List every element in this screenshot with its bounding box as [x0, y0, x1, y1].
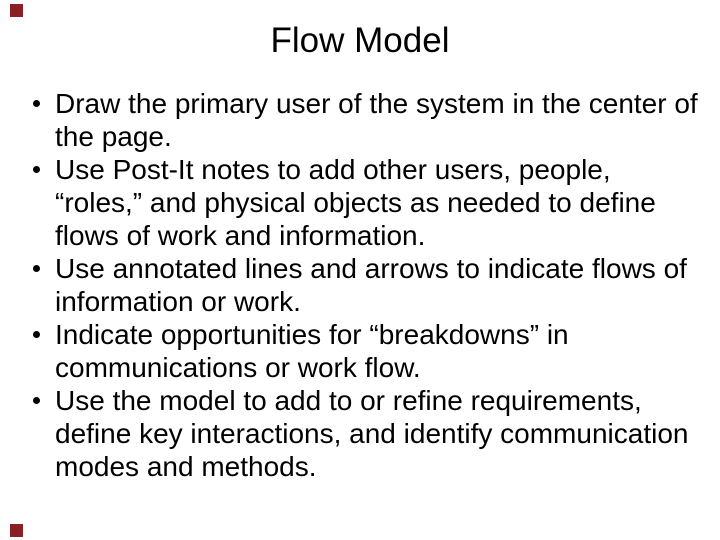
bullet-text: Use the model to add to or refine requir…: [55, 384, 688, 483]
bullet-line: communications or work flow.: [55, 352, 421, 383]
bullet-line: Use the model to add to or refine requir…: [55, 385, 642, 416]
bullet-line: modes and methods.: [55, 451, 317, 482]
bullet-dot-icon: [33, 100, 40, 107]
bullet-dot-icon: [33, 397, 40, 404]
bullet-line: Indicate opportunities for “breakdowns” …: [55, 319, 569, 350]
bullet-dot-icon: [33, 166, 40, 173]
bullet-item: Indicate opportunities for “breakdowns” …: [33, 318, 720, 384]
bullet-dot-icon: [33, 331, 40, 338]
bullet-item: Use Post-It notes to add other users, pe…: [33, 153, 720, 252]
bullet-dot-icon: [33, 265, 40, 272]
bullet-line: Use Post-It notes to add other users, pe…: [55, 154, 611, 185]
bullet-line: Use annotated lines and arrows to indica…: [55, 253, 687, 284]
corner-decoration-top-icon: [10, 4, 23, 17]
bullet-text: Use annotated lines and arrows to indica…: [55, 252, 687, 318]
bullet-list: Draw the primary user of the system in t…: [33, 87, 720, 483]
bullet-line: “roles,” and physical objects as needed …: [55, 187, 656, 218]
bullet-text: Indicate opportunities for “breakdowns” …: [55, 318, 569, 384]
bullet-line: information or work.: [55, 286, 301, 317]
bullet-line: flows of work and information.: [55, 220, 426, 251]
bullet-item: Use annotated lines and arrows to indica…: [33, 252, 720, 318]
bullet-line: Draw the primary user of the system in t…: [55, 88, 698, 119]
bullet-text: Draw the primary user of the system in t…: [55, 87, 698, 153]
corner-decoration-bottom-icon: [10, 524, 23, 537]
bullet-item: Use the model to add to or refine requir…: [33, 384, 720, 483]
bullet-line: define key interactions, and identify co…: [55, 418, 689, 449]
bullet-line: the page.: [55, 121, 172, 152]
slide-title: Flow Model: [270, 21, 450, 60]
bullet-text: Use Post-It notes to add other users, pe…: [55, 153, 656, 252]
bullet-item: Draw the primary user of the system in t…: [33, 87, 720, 153]
